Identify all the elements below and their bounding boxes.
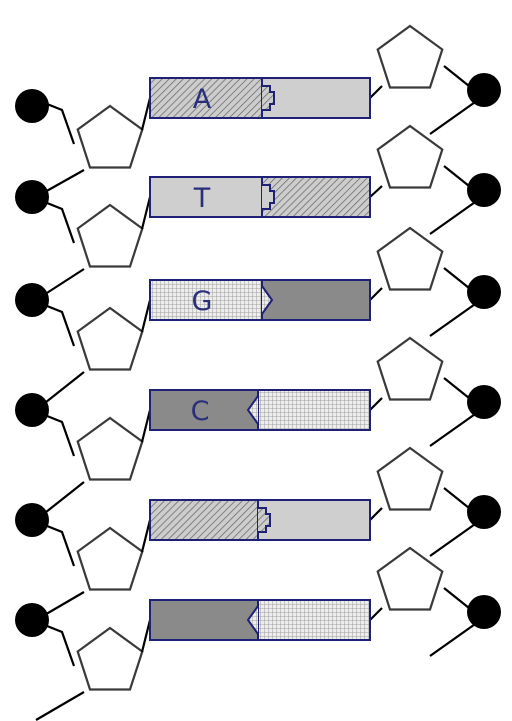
base-label: T	[193, 183, 211, 214]
left-phosphate	[15, 393, 49, 427]
right-sugar	[378, 548, 443, 610]
right-backbone-link	[430, 522, 478, 556]
left-sugar	[78, 205, 143, 267]
right-sugar-base-link	[370, 608, 382, 620]
left-phosphate	[15, 503, 49, 537]
right-sugar-base-link	[370, 186, 382, 197]
right-base	[258, 390, 370, 430]
left-sugar-base-link	[142, 620, 150, 652]
right-phosphate	[467, 595, 501, 629]
base-pair: T	[150, 177, 370, 217]
right-backbone-link	[430, 100, 478, 134]
base-pairs: A T G C	[150, 78, 370, 640]
left-backbone	[15, 89, 150, 720]
right-backbone-link	[430, 622, 478, 656]
right-sugar-base-link	[370, 288, 382, 300]
right-phosphate	[467, 495, 501, 529]
left-sugar	[78, 308, 143, 370]
base-pair: G	[150, 280, 370, 320]
left-sugar	[78, 418, 143, 480]
base-pair: C	[150, 390, 370, 430]
right-phosphate	[467, 173, 501, 207]
base-pair: A	[150, 78, 370, 118]
right-phosphate	[467, 73, 501, 107]
right-phosphate	[467, 275, 501, 309]
right-backbone-link	[430, 302, 478, 336]
left-sugar-base-link	[142, 197, 150, 229]
right-backbone-link	[430, 200, 478, 234]
base-label: C	[191, 396, 210, 427]
right-sugar-base-link	[370, 508, 382, 520]
right-sugar-base-link	[370, 86, 382, 98]
right-base	[262, 78, 370, 118]
base-label: G	[192, 286, 213, 317]
right-base	[258, 500, 370, 540]
right-sugar	[378, 126, 443, 188]
right-sugar-base-link	[370, 398, 382, 410]
left-sugar-base-link	[142, 520, 150, 552]
left-base	[150, 500, 258, 540]
left-phosphate	[15, 603, 49, 637]
left-phosphate	[15, 283, 49, 317]
left-phosphate	[15, 89, 49, 123]
left-sugar	[78, 106, 143, 168]
left-sugar-base-link	[142, 410, 150, 442]
right-phosphate	[467, 385, 501, 419]
left-base	[150, 600, 258, 640]
right-sugar	[378, 338, 443, 400]
base-pair	[150, 500, 370, 540]
base-pair	[150, 600, 370, 640]
right-backbone-link	[430, 412, 478, 446]
left-sugar-base-link	[142, 300, 150, 332]
left-backbone-link	[36, 692, 84, 720]
left-sugar	[78, 528, 143, 590]
right-base	[262, 177, 370, 217]
left-phosphate	[15, 180, 49, 214]
right-backbone	[370, 26, 501, 656]
right-sugar	[378, 448, 443, 510]
left-sugar-base-link	[142, 98, 150, 130]
right-sugar	[378, 26, 443, 88]
right-base	[262, 280, 370, 320]
left-sugar	[78, 628, 143, 690]
base-label: A	[193, 84, 212, 115]
right-sugar	[378, 228, 443, 290]
right-base	[258, 600, 370, 640]
